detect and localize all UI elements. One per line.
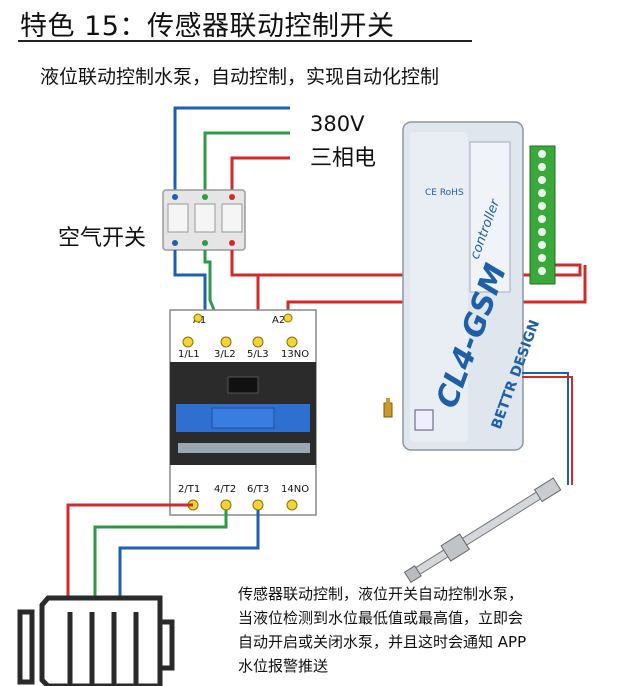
title-underline [18, 40, 472, 42]
terminal-2-t1: 2/T1 [178, 484, 200, 495]
terminal-14-no: 14NO [281, 484, 309, 495]
terminal-strip [529, 145, 556, 285]
water-pump-motor [17, 595, 175, 686]
antenna [383, 398, 393, 418]
description-line: 水位报警推送 [238, 657, 329, 675]
description-line: 当液位检测到水位最低值或最高值，立即会 [238, 609, 524, 627]
description-line: 自动开启或关闭水泵，并且这时会通知 APP [238, 633, 527, 651]
red-wire-to-l3 [230, 250, 582, 277]
coil-terminal-a2: A2 [272, 315, 285, 326]
contactor: A1 A2 1/L1 3/L2 5/L3 13NO 2/T1 4/T2 6/T3… [169, 309, 317, 516]
terminal-5-l3: 5/L3 [247, 349, 269, 360]
subtitle: 液位联动控制水泵，自动控制，实现自动化控制 [40, 66, 440, 88]
description-block: 传感器联动控制，液位开关自动控制水泵， 当液位检测到水位最低值或最高值，立即会 … [238, 582, 632, 678]
motor-wires [66, 503, 260, 598]
terminal-1-l1: 1/L1 [178, 349, 200, 360]
voltage-label: 380V [310, 112, 365, 136]
three-phase-label: 三相电 [310, 146, 377, 171]
red-wire-to-motor [66, 503, 193, 598]
blue-wire-to-motor [118, 510, 260, 598]
air-breaker [162, 189, 246, 251]
float-sensor-cable [522, 372, 573, 485]
page-title: 特色 15：传感器联动控制开关 [20, 11, 395, 42]
terminal-6-t3: 6/T3 [247, 484, 269, 495]
cl4-gsm-controller: CE RoHS CL4-GSM controller BETTR DESIGN [383, 121, 556, 451]
description-line: 传感器联动控制，液位开关自动控制水泵， [238, 585, 524, 603]
green-wire-l2 [203, 131, 290, 190]
air-breaker-label: 空气开关 [58, 226, 147, 251]
cert-mark: CE RoHS [425, 188, 464, 198]
terminal-4-t2: 4/T2 [214, 484, 236, 495]
blue-wire-l1 [173, 106, 290, 190]
green-wire-to-motor [93, 510, 228, 598]
terminal-13-no: 13NO [281, 349, 309, 360]
float-level-sensor [403, 477, 562, 584]
incoming-wires [173, 106, 290, 190]
terminal-3-l2: 3/L2 [214, 349, 236, 360]
red-wire-l3 [230, 156, 290, 190]
contactor-top-screws [182, 313, 298, 348]
